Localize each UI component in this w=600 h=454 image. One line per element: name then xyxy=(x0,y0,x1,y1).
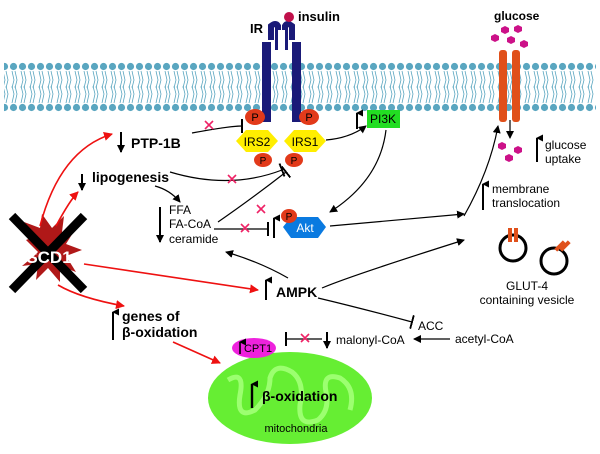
lipogenesis-to-lipids-arrow xyxy=(154,185,181,203)
receptor-p-site-left: P xyxy=(245,109,265,125)
akt-inhibit-x xyxy=(240,223,250,233)
ptp1b-label: PTP-1B xyxy=(131,135,181,151)
pi3k-to-akt-arrow xyxy=(329,129,387,213)
glucose-label: glucose xyxy=(494,9,540,23)
lipids-inhibit-irs1 xyxy=(217,165,292,223)
svg-text:IRS1: IRS1 xyxy=(292,135,319,149)
facoa-label: FA-CoA xyxy=(169,217,211,231)
irs-inhibit-x xyxy=(227,174,237,184)
glut4-vesicle-2 xyxy=(539,240,571,276)
ampk-label: AMPK xyxy=(276,284,317,300)
ampk-to-translocation-arrow xyxy=(321,238,465,289)
irs1-inhibit-x xyxy=(256,204,266,214)
svg-text:P: P xyxy=(286,212,293,223)
pi3k-node: PI3K xyxy=(367,110,400,128)
translocation-to-glut-arrow xyxy=(463,125,501,217)
glut4-line1: GLUT-4 xyxy=(506,279,548,293)
scd1-to-ptp1b-arrow xyxy=(39,132,113,227)
scd1-to-ampk-arrow xyxy=(83,263,259,294)
scd1-node: SCD1 xyxy=(8,212,88,294)
insulin-receptor xyxy=(262,21,301,122)
svg-text:Akt: Akt xyxy=(296,221,314,235)
glut4-transporter xyxy=(499,50,520,122)
irs1-node: IRS1 xyxy=(284,130,326,152)
svg-text:P: P xyxy=(291,156,298,167)
cpt1-inhibit-x xyxy=(300,333,310,343)
akt-p-site: P xyxy=(281,209,297,223)
boxidation-label: β-oxidation xyxy=(262,388,337,404)
irs2-node: IRS2 xyxy=(236,130,278,152)
glucose-molecules-outside xyxy=(491,25,528,48)
mitochondria xyxy=(208,352,372,444)
ceramide-label: ceramide xyxy=(169,232,219,246)
scd1-to-genes-arrow xyxy=(57,284,125,309)
glut4-vesicle-1 xyxy=(498,228,528,263)
scd1-label: SCD1 xyxy=(26,248,71,267)
ir-label: IR xyxy=(250,21,264,36)
svg-text:P: P xyxy=(251,112,258,124)
translocation-line2: translocation xyxy=(492,196,560,210)
akt-node: Akt xyxy=(283,217,326,238)
genes-line1: genes of xyxy=(122,308,180,324)
glut4-line2: containing vesicle xyxy=(480,293,575,307)
irs1-to-pi3k-arrow xyxy=(325,125,367,141)
akt-to-translocation-arrow xyxy=(329,210,465,227)
lipids-inhibit-irs-curve xyxy=(169,163,286,182)
scd1-to-lipogenesis-arrow xyxy=(55,191,79,227)
ffa-label: FFA xyxy=(169,203,191,217)
glucose-uptake-line2: uptake xyxy=(545,152,581,166)
ampk-to-lipids-arrow xyxy=(225,250,289,279)
acc-label: ACC xyxy=(418,319,444,333)
malonylcoa-label: malonyl-CoA xyxy=(336,333,405,347)
genes-line2: β-oxidation xyxy=(122,324,197,340)
svg-text:PI3K: PI3K xyxy=(370,112,396,126)
insulin-molecule xyxy=(284,12,294,22)
ampk-inhibit-acc xyxy=(317,297,415,330)
translocation-line1: membrane xyxy=(492,182,550,196)
genes-to-mito-arrow xyxy=(172,341,221,364)
acetylcoa-label: acetyl-CoA xyxy=(455,332,514,346)
svg-text:P: P xyxy=(305,112,312,124)
mitochondria-label: mitochondria xyxy=(265,423,329,435)
svg-text:CPT1: CPT1 xyxy=(244,343,272,355)
irs1-p-site: P xyxy=(285,153,303,167)
ptp1b-inhibit-x xyxy=(204,120,214,130)
insulin-label: insulin xyxy=(298,9,340,24)
irs2-p-site: P xyxy=(254,153,272,167)
glucose-molecules-inside xyxy=(498,142,522,162)
ptp1b-inhibit-receptor xyxy=(191,118,244,134)
glucose-uptake-line1: glucose xyxy=(545,138,587,152)
cpt1-node: CPT1 xyxy=(232,338,276,358)
svg-text:P: P xyxy=(260,156,267,167)
receptor-p-site-right: P xyxy=(299,109,319,125)
lipogenesis-label: lipogenesis xyxy=(92,169,169,185)
svg-text:IRS2: IRS2 xyxy=(244,135,271,149)
